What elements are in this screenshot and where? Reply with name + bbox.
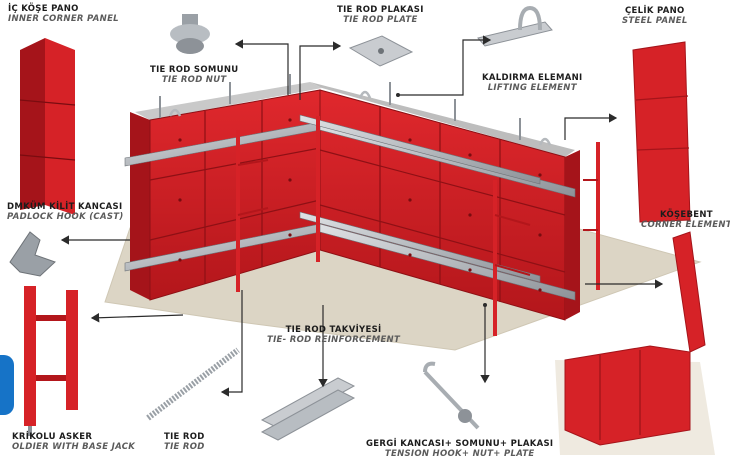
overview-formwork-part xyxy=(555,345,715,455)
label-tr: KRİKOLU ASKER xyxy=(12,432,93,442)
left-wall xyxy=(130,112,150,300)
label-soldier-base-jack: KRİKOLU ASKER OLDIER WITH BASE JACK xyxy=(12,432,136,453)
arrow-tie-rod xyxy=(220,290,243,397)
label-tr: TIE ROD SOMUNU xyxy=(150,65,239,75)
label-tr: KÖŞEBENT xyxy=(659,210,713,220)
label-corner-element: KÖŞEBENT CORNER ELEMENT xyxy=(641,210,730,231)
label-tie-rod-plate: TIE ROD PLAKASI TIE ROD PLATE xyxy=(337,5,424,26)
arrow-lifting-element xyxy=(398,35,492,96)
arrow-tie-rod-plate xyxy=(299,41,342,100)
blue-edge-mark xyxy=(0,355,14,415)
arrow-steel-panel xyxy=(564,113,618,140)
label-lifting-element: KALDIRMA ELEMANI LIFTING ELEMENT xyxy=(482,73,583,94)
padlock-hook-part xyxy=(9,231,56,277)
label-tr: KALDIRMA ELEMANI xyxy=(482,73,583,83)
label-tr: DMKÜM KİLİT KANCASI xyxy=(7,202,123,212)
soldier-base-jack-part xyxy=(24,286,78,436)
label-tr: GERGİ KANCASI+ SOMUNU+ PLAKASI xyxy=(366,439,554,449)
label-en: TIE ROD NUT xyxy=(161,74,227,85)
label-en: TIE ROD xyxy=(164,441,205,452)
label-en: TIE- ROD REINFORCEMENT xyxy=(267,334,401,345)
label-en: INNER CORNER PANEL xyxy=(8,13,119,24)
label-tr: İÇ KÖŞE PANO xyxy=(8,4,79,14)
label-steel-panel: ÇELİK PANO STEEL PANEL xyxy=(622,6,688,27)
label-en: LIFTING ELEMENT xyxy=(487,82,577,93)
label-tension-hook: GERGİ KANCASI+ SOMUNU+ PLAKASI TENSION H… xyxy=(366,439,554,460)
label-tie-rod-reinforcement: TIE ROD TAKVİYESİ TIE- ROD REINFORCEMENT xyxy=(267,325,401,346)
label-en: OLDIER WITH BASE JACK xyxy=(12,441,136,452)
tie-rod-part xyxy=(146,347,240,421)
label-tie-rod: TIE ROD TIE ROD xyxy=(164,432,205,453)
inner-corner-panel-part xyxy=(19,38,76,215)
label-en: TIE ROD PLATE xyxy=(343,14,418,25)
tie-rod-nut-part xyxy=(170,14,210,54)
arrow-tie-rod-nut xyxy=(234,39,289,95)
label-inner-corner-panel: İÇ KÖŞE PANO INNER CORNER PANEL xyxy=(8,4,119,25)
label-en: CORNER ELEMENT xyxy=(641,219,730,230)
tie-rod-reinforcement-part xyxy=(260,377,356,441)
label-tr: TIE ROD PLAKASI xyxy=(337,5,424,15)
tension-hook-part xyxy=(423,361,480,430)
label-en: STEEL PANEL xyxy=(622,15,688,26)
formwork-assembly xyxy=(124,74,600,336)
steel-panel-part xyxy=(632,41,691,223)
corner-element-part xyxy=(672,231,706,353)
lifting-element-part xyxy=(477,5,553,47)
label-tr: ÇELİK PANO xyxy=(625,6,685,16)
arrow-soldier xyxy=(90,312,184,323)
label-padlock-hook: DMKÜM KİLİT KANCASI PADLOCK HOOK (CAST) xyxy=(7,202,124,223)
label-tr: TIE ROD TAKVİYESİ xyxy=(285,325,382,335)
label-tr: TIE ROD xyxy=(164,432,205,442)
label-tie-rod-nut: TIE ROD SOMUNU TIE ROD NUT xyxy=(150,65,239,86)
label-en: TENSION HOOK+ NUT+ PLATE xyxy=(384,448,535,459)
label-en: PADLOCK HOOK (CAST) xyxy=(7,211,124,222)
